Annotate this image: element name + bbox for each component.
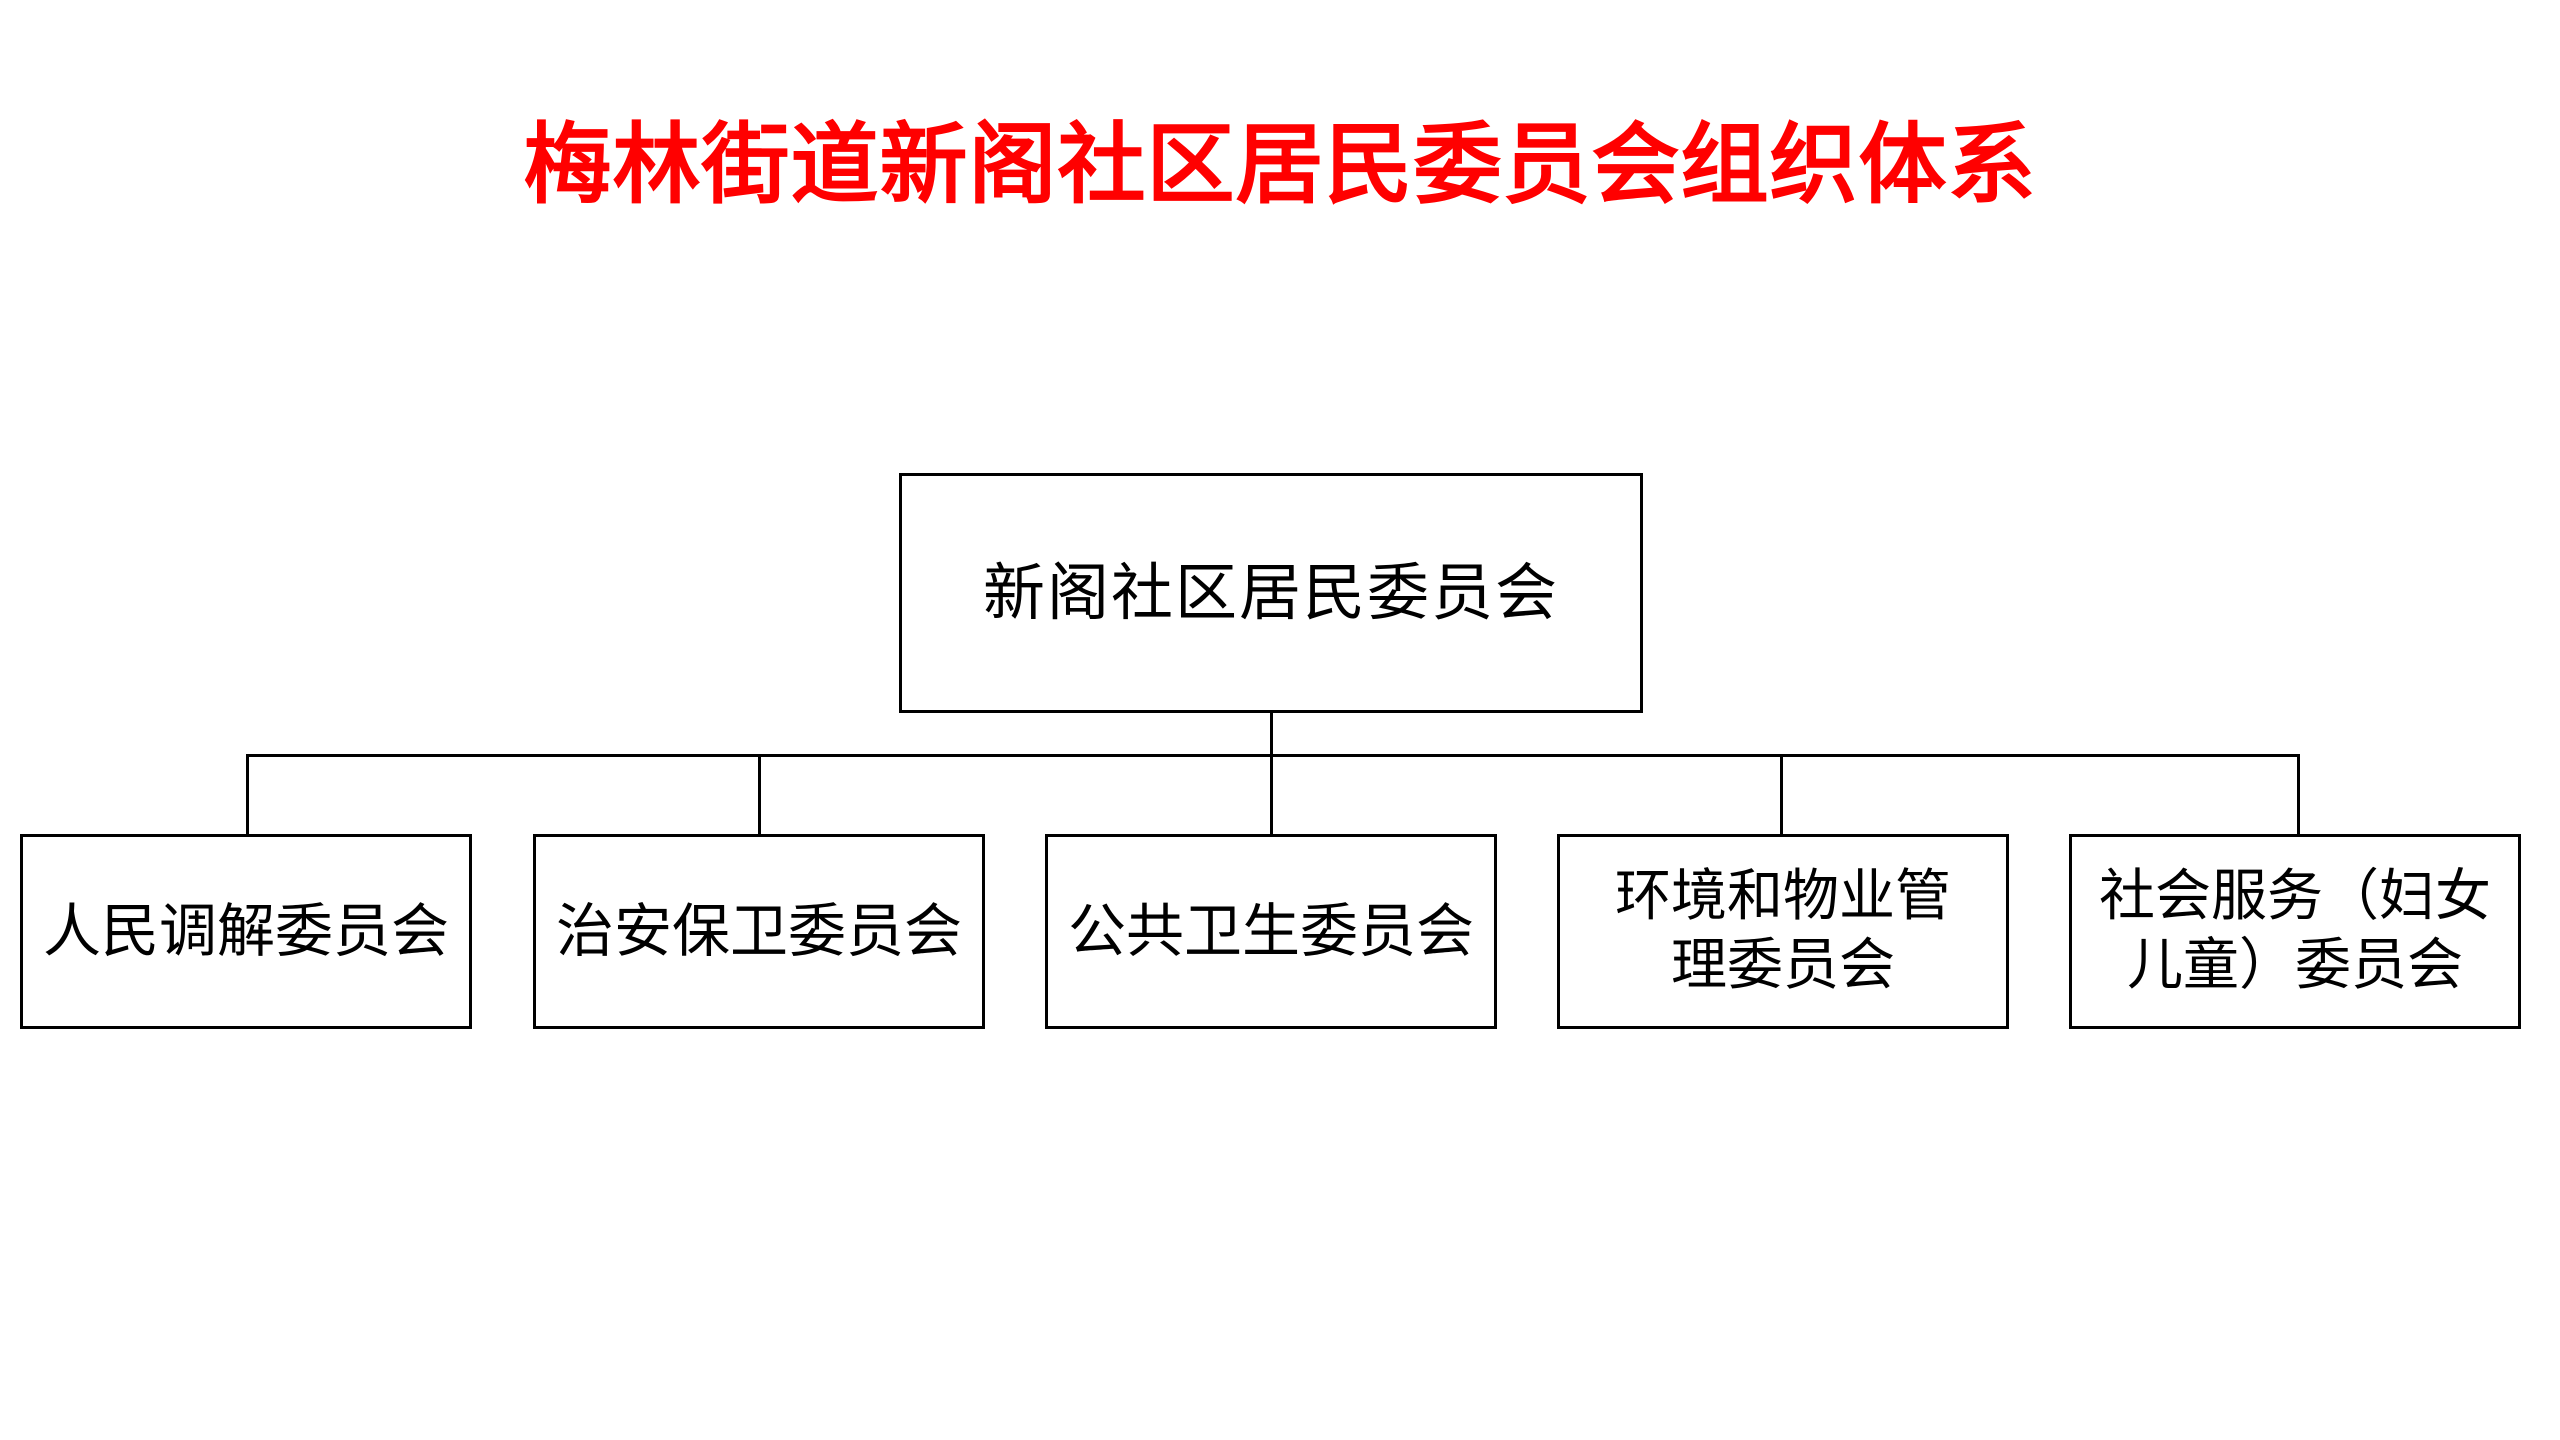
org-node-root[interactable]: 新阁社区居民委员会 (899, 473, 1643, 713)
org-node-label-2: 治安保卫委员会 (555, 897, 962, 966)
connector-drop-3 (1270, 756, 1273, 835)
org-node-social-services-women-children-committee[interactable]: 社会服务（妇女 儿童）委员会 (2069, 834, 2521, 1029)
connector-drop-1 (246, 756, 249, 835)
org-node-environment-property-management-committee[interactable]: 环境和物业管 理委员会 (1557, 834, 2009, 1029)
org-node-label-3: 公共卫生委员会 (1067, 897, 1474, 966)
connector-root-stem (1270, 713, 1273, 756)
page-title: 梅林街道新阁社区居民委员会组织体系 (523, 112, 2037, 216)
connector-drop-2 (758, 756, 761, 835)
org-node-peoples-mediation-committee[interactable]: 人民调解委员会 (20, 834, 472, 1029)
org-node-public-security-committee[interactable]: 治安保卫委员会 (533, 834, 985, 1029)
org-node-label-4: 环境和物业管 理委员会 (1615, 864, 1951, 998)
org-node-label-5: 社会服务（妇女 儿童）委员会 (2099, 864, 2491, 998)
org-node-root-label: 新阁社区居民委员会 (982, 556, 1559, 630)
org-node-label-1: 人民调解委员会 (42, 897, 449, 966)
connector-drop-4 (1780, 756, 1783, 835)
org-node-public-health-committee[interactable]: 公共卫生委员会 (1045, 834, 1497, 1029)
connector-horizontal-bus (246, 754, 2300, 757)
connector-drop-5 (2297, 756, 2300, 835)
